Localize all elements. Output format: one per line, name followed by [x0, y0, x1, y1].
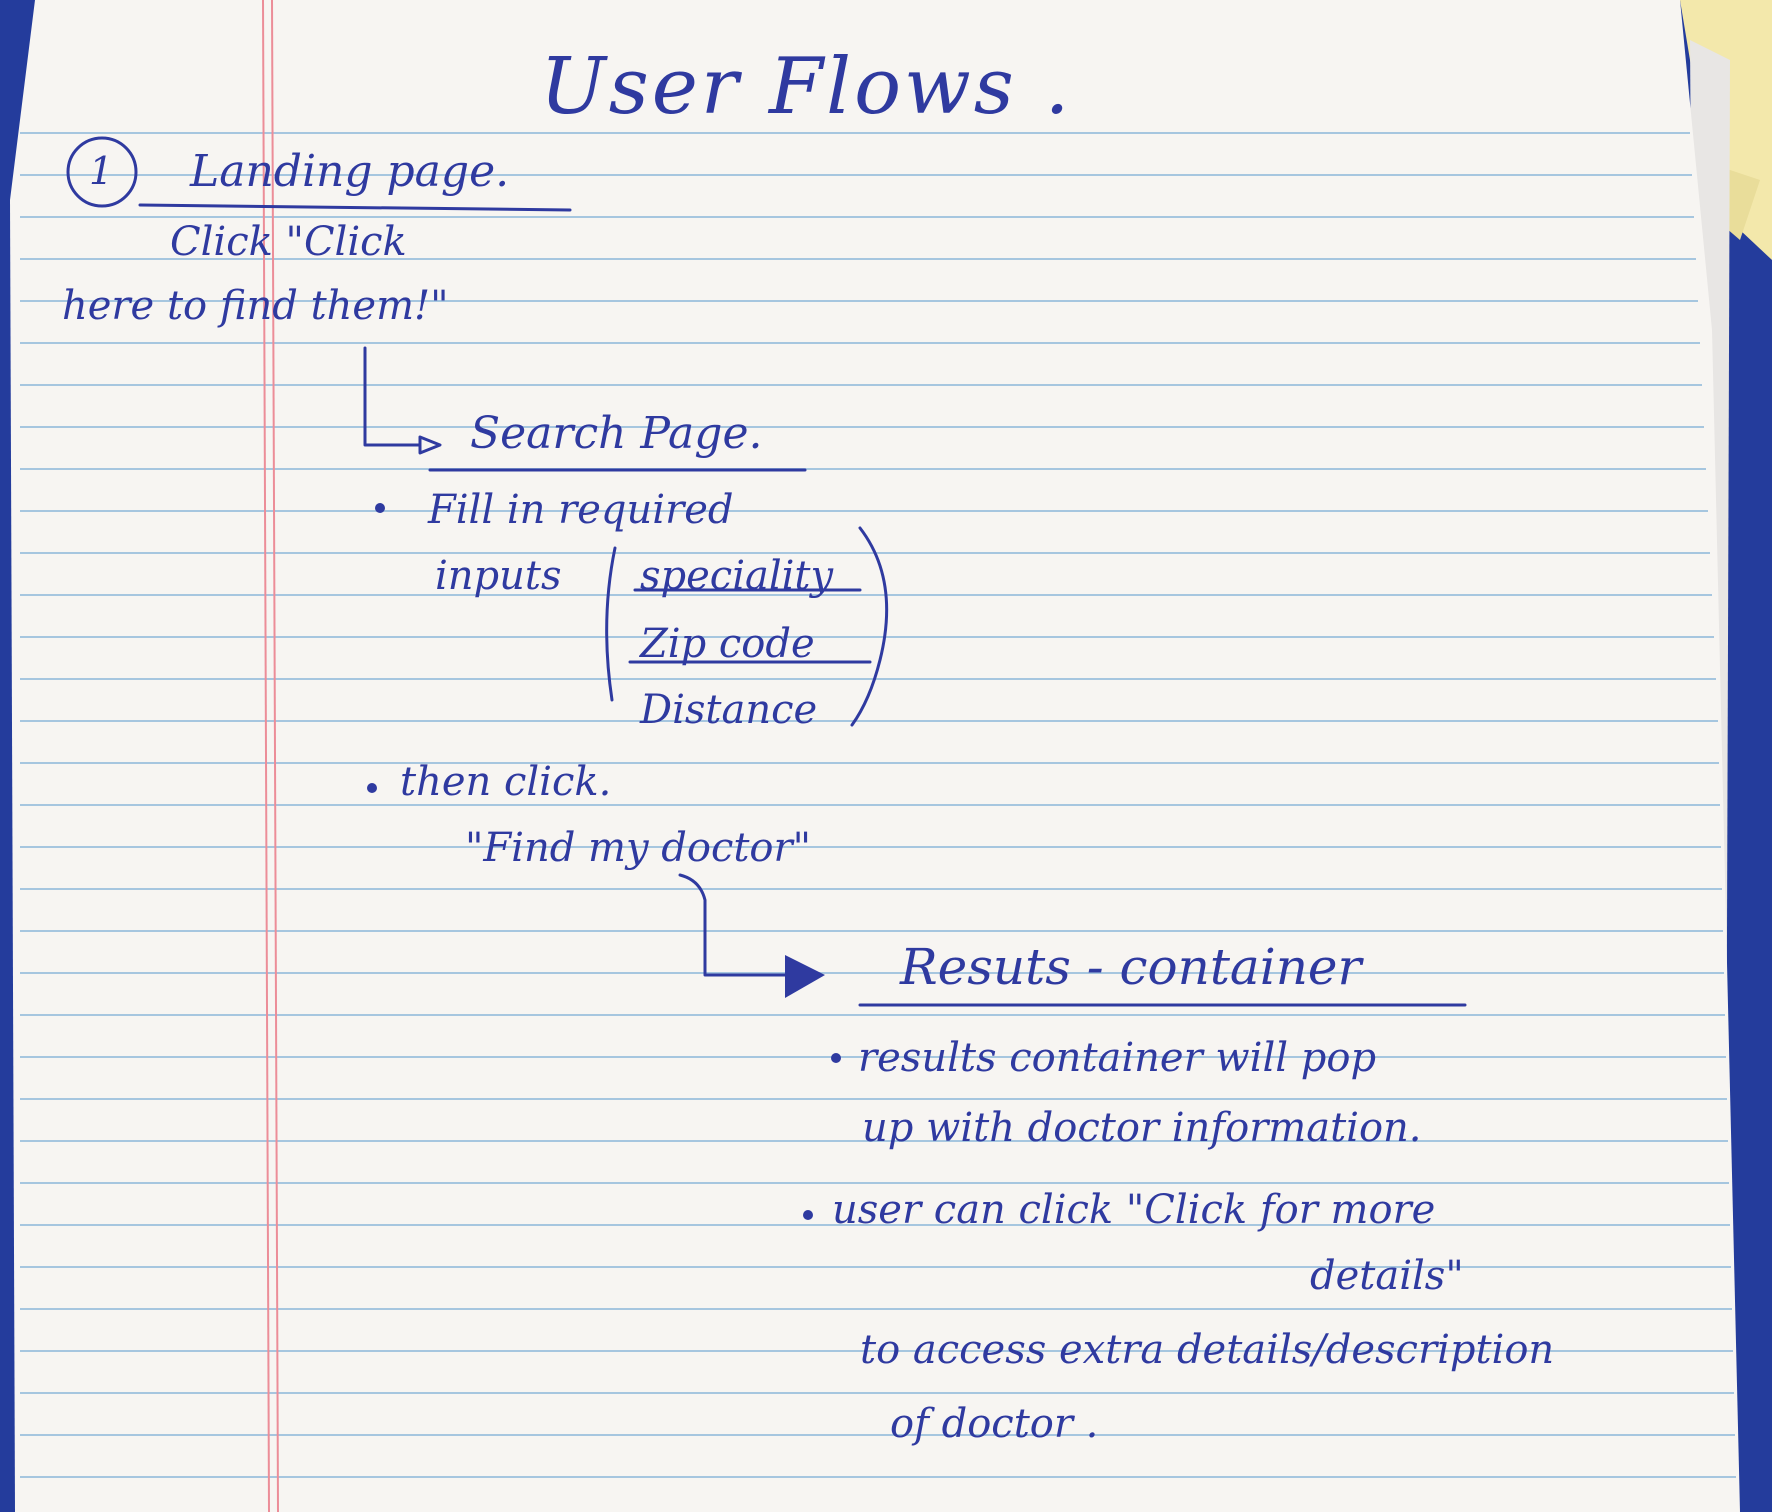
landing-instruction-2: here to find them!": [62, 283, 449, 329]
results-bullet-2-line-3: to access extra details/description: [860, 1327, 1555, 1373]
search-inputs-label: inputs: [435, 553, 562, 599]
step-number-circle: [66, 136, 138, 208]
arrow-head-search: [418, 435, 442, 455]
find-my-doctor-label: "Find my doctor": [465, 825, 812, 871]
step-number: 1: [89, 149, 114, 193]
bullet-dot: [803, 1210, 813, 1220]
input-speciality: speciality: [640, 553, 834, 599]
inputs-bracket: [605, 546, 617, 702]
input-distance: Distance: [640, 687, 818, 733]
page-title: User Flows .: [540, 42, 1073, 132]
search-bullet-1: Fill in required: [428, 487, 734, 533]
arrow-landing-to-search: [363, 346, 422, 447]
input-zip-code: Zip code: [640, 621, 815, 667]
margin-line: [262, 0, 279, 1512]
landing-underline: [138, 203, 572, 212]
search-heading: Search Page.: [470, 408, 763, 459]
results-bullet-2-line-2: details": [1310, 1253, 1464, 1299]
results-heading: Resuts - container: [900, 938, 1362, 996]
bullet-dot: [367, 783, 377, 793]
results-bullet-1-line-2: up with doctor information.: [862, 1105, 1422, 1151]
bullet-dot: [375, 503, 385, 513]
landing-instruction-1: Click "Click: [170, 219, 407, 265]
arrow-head-results: [785, 955, 825, 998]
results-bullet-2-line-4: of doctor .: [890, 1401, 1099, 1447]
landing-heading: Landing page.: [190, 146, 510, 197]
arrow-search-to-results: [678, 873, 787, 977]
paper-sheet: [10, 0, 1740, 1512]
ruled-lines: [20, 132, 1736, 1478]
results-bullet-1-line-1: results container will pop: [858, 1035, 1377, 1081]
bullets: [367, 503, 841, 1220]
search-bullet-2: then click.: [400, 759, 612, 805]
results-bullet-2-line-1: user can click "Click for more: [832, 1187, 1436, 1233]
bullet-dot: [831, 1053, 841, 1063]
